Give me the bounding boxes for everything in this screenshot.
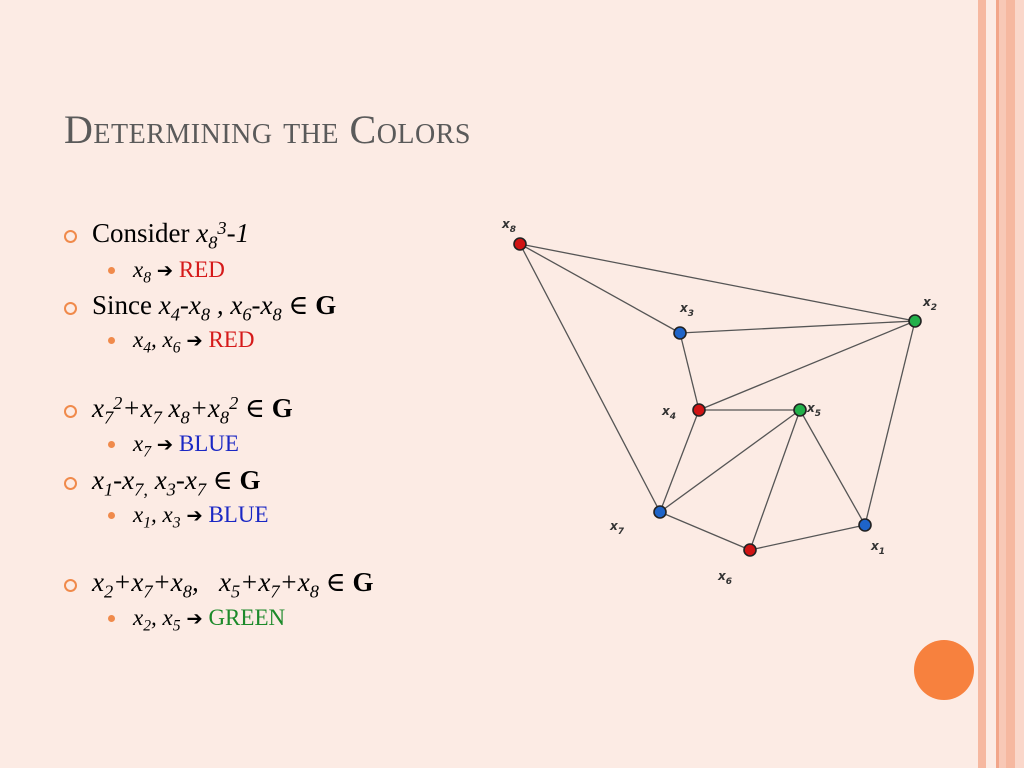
graph-edge-x2-x1 [864,320,916,526]
graph-vertex-x7 [653,505,667,519]
slide-title: Determining the Colors [64,107,471,152]
bullet-marker [64,405,77,418]
graph-vertex-x1 [858,518,872,532]
decorative-stripes [978,0,1024,768]
graph-edge-x4-x7 [659,409,700,513]
sub-bullet-x2-x5-green: x2, x5 ➔ GREEN [133,605,286,635]
graph-vertex-x2 [908,314,922,328]
graph-vertex-x4 [692,403,706,417]
graph-edge-x3-x2 [679,320,916,334]
graph-vertex-label-x7: x7 [609,519,625,537]
graph-edge-x8-x2 [519,243,916,322]
graph-vertex-x6 [743,543,757,557]
graph-edge-x3-x4 [679,332,700,411]
sub-bullet-marker [108,337,115,344]
sub-bullet-x1-x3-blue: x1, x3 ➔ BLUE [133,502,269,532]
arrow-icon: ➔ [186,504,203,527]
sub-bullet-marker [108,615,115,622]
sub-bullet-x8-red: x8 ➔ RED [133,257,225,287]
graph-vertices [513,237,922,557]
bullet-marker [64,302,77,315]
graph-vertex-label-x8: x8 [501,217,516,235]
sub-bullet-x4-x6-red: x4, x6 ➔ RED [133,327,255,357]
graph-edge-x5-x7 [659,409,801,513]
graph-vertex-label-x5: x5 [806,401,821,419]
colored-graph-diagram: x8 x3 x2 x4 x5 x7 x6 x1 [501,217,937,587]
bullet-marker [64,477,77,490]
bullet-consider: Consider x83-1 [92,217,250,253]
graph-vertex-label-x3: x3 [679,301,694,319]
bullet-polynomial: x72+x7 x8+x82 ∈ G [92,392,293,428]
arrow-icon: ➔ [156,433,174,456]
graph-edge-x5-x1 [799,409,866,526]
bullet-sums: x2+x7+x8, x5+x7+x8 ∈ G [92,567,374,602]
graph-edge-x4-x2 [698,320,916,411]
graph-edges [519,243,916,551]
sub-bullet-x7-blue: x7 ➔ BLUE [133,431,239,461]
sub-bullet-marker [108,441,115,448]
arrow-icon: ➔ [186,329,203,352]
graph-vertex-label-x6: x6 [717,569,732,587]
decorative-circle [914,640,974,700]
bullet-since: Since x4-x8 , x6-x8 ∈ G [92,290,337,325]
graph-edge-x7-x6 [659,511,751,551]
graph-vertex-labels: x8 x3 x2 x4 x5 x7 x6 x1 [501,217,937,587]
sub-bullet-marker [108,267,115,274]
graph-vertex-x5 [793,403,807,417]
arrow-icon: ➔ [156,259,174,282]
sub-bullet-marker [108,512,115,519]
graph-vertex-label-x1: x1 [870,539,885,557]
arrow-icon: ➔ [186,607,203,630]
bullet-differences: x1-x7, x3-x7 ∈ G [92,465,261,500]
graph-vertex-x8 [513,237,527,251]
graph-edge-x5-x6 [749,409,801,551]
bullet-marker [64,230,77,243]
bullet-list: Consider x83-1 x8 ➔ RED Since x4-x8 , x6… [0,0,480,768]
graph-vertex-label-x4: x4 [661,404,676,422]
graph-vertex-label-x2: x2 [922,295,937,313]
bullet-marker [64,579,77,592]
graph-edge-x6-x1 [749,524,866,551]
graph-edge-x8-x7 [519,243,661,513]
graph-edge-x8-x3 [519,243,681,334]
graph-vertex-x3 [673,326,687,340]
